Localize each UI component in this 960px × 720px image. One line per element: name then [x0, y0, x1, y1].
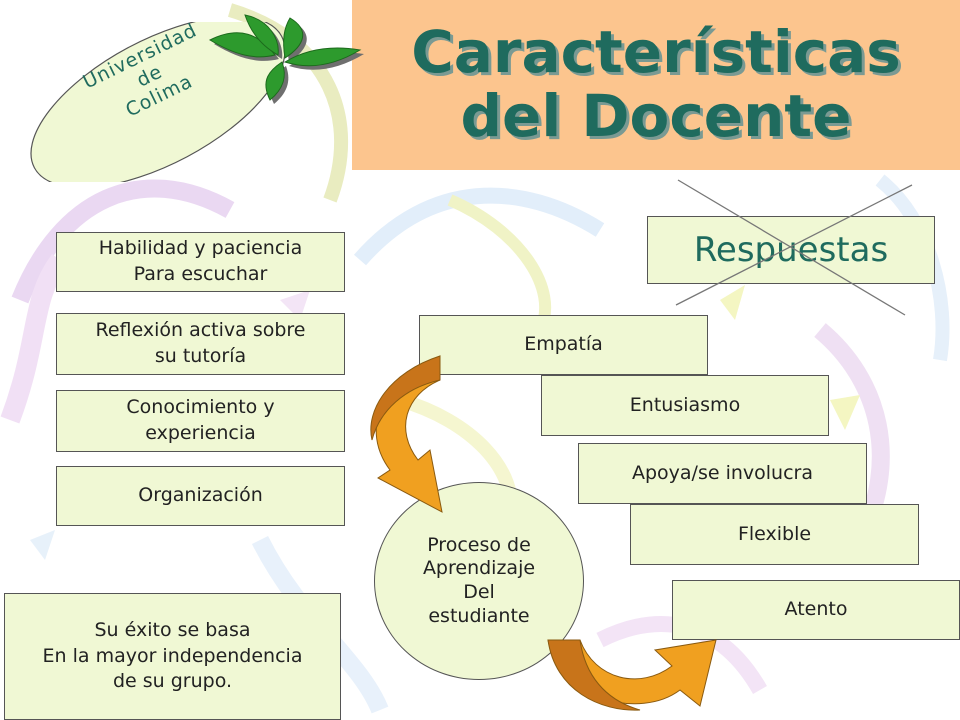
box-flexible-label: Flexible — [737, 522, 812, 545]
box-reflexion-label: Reflexión activa sobre su tutoría — [95, 319, 306, 367]
box-conocimiento-label: Conocimiento y experiencia — [126, 396, 275, 444]
box-atento-label: Atento — [784, 598, 848, 621]
note-box: Su éxito se basa En la mayor independenc… — [4, 593, 341, 720]
university-ellipse — [30, 22, 286, 182]
box-conocimiento: Conocimiento y experiencia — [56, 390, 345, 452]
box-empatia: Empatía — [419, 315, 708, 375]
note-text: Su éxito se basa En la mayor independenc… — [42, 619, 303, 693]
box-organizacion: Organización — [56, 466, 345, 526]
box-habilidad-label: Habilidad y paciencia Para escuchar — [98, 237, 303, 285]
box-flexible: Flexible — [630, 504, 919, 565]
title-banner: Características del Docente — [352, 0, 960, 170]
box-empatia-label: Empatía — [524, 333, 603, 356]
respuestas-label: Respuestas — [693, 230, 889, 270]
learning-process-label: Proceso de Aprendizaje Del estudiante — [422, 533, 536, 627]
box-apoya: Apoya/se involucra — [578, 443, 867, 504]
box-reflexion: Reflexión activa sobre su tutoría — [56, 313, 345, 375]
leaf-icon — [208, 14, 364, 104]
box-entusiasmo: Entusiasmo — [541, 375, 829, 436]
box-atento: Atento — [672, 580, 960, 640]
cross-mark — [675, 179, 913, 316]
box-apoya-label: Apoya/se involucra — [631, 461, 813, 484]
page-title: Características del Docente — [411, 18, 901, 150]
box-organizacion-label: Organización — [138, 484, 263, 507]
respuestas-box: Respuestas — [647, 216, 935, 284]
box-habilidad: Habilidad y paciencia Para escuchar — [56, 232, 345, 292]
box-entusiasmo-label: Entusiasmo — [629, 393, 741, 416]
learning-process-circle: Proceso de Aprendizaje Del estudiante — [374, 482, 584, 680]
